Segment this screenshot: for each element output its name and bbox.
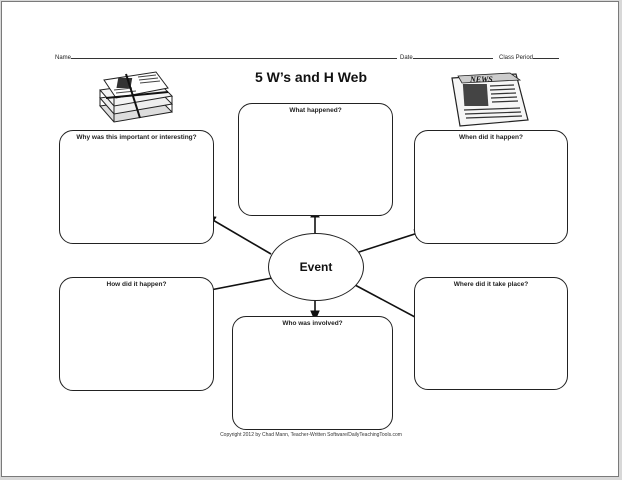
why-important-box[interactable]: Why was this important or interesting?: [59, 130, 214, 244]
who-involved-box[interactable]: Who was involved?: [232, 316, 393, 430]
arrow-to-when: [358, 229, 426, 253]
how-happened-label: How did it happen?: [106, 281, 167, 288]
event-label: Event: [299, 260, 333, 274]
class-period-line: Class Period: [499, 52, 560, 61]
name-blank[interactable]: [71, 52, 398, 59]
when-happened-box[interactable]: When did it happen?: [414, 130, 568, 244]
class-period-blank[interactable]: [533, 52, 560, 59]
who-involved-label: Who was involved?: [282, 320, 343, 327]
class-period-label: Class Period: [499, 55, 534, 61]
date-line: Date: [400, 52, 493, 61]
newspaper-bundle-icon: [99, 71, 174, 123]
page-title: 5 W’s and H Web: [254, 69, 367, 85]
newspaper-masthead: NEWS: [469, 75, 493, 84]
where-took-place-box[interactable]: Where did it take place?: [414, 277, 568, 390]
date-label: Date: [400, 55, 413, 61]
what-happened-box[interactable]: What happened?: [238, 103, 393, 216]
when-happened-label: When did it happen?: [459, 134, 523, 141]
why-important-label: Why was this important or interesting?: [76, 134, 197, 141]
what-happened-label: What happened?: [289, 107, 342, 114]
arrow-to-why: [204, 215, 272, 255]
copyright-footer: Copyright 2012 by Chad Mann, Teacher-Wri…: [220, 432, 402, 438]
newspaper-icon: NEWS: [451, 72, 529, 127]
how-happened-box[interactable]: How did it happen?: [59, 277, 214, 391]
date-blank[interactable]: [412, 52, 493, 59]
name-label: Name: [55, 55, 72, 61]
event-ellipse[interactable]: Event: [268, 233, 364, 301]
where-took-place-label: Where did it take place?: [453, 281, 529, 288]
name-line: Name: [55, 52, 398, 61]
